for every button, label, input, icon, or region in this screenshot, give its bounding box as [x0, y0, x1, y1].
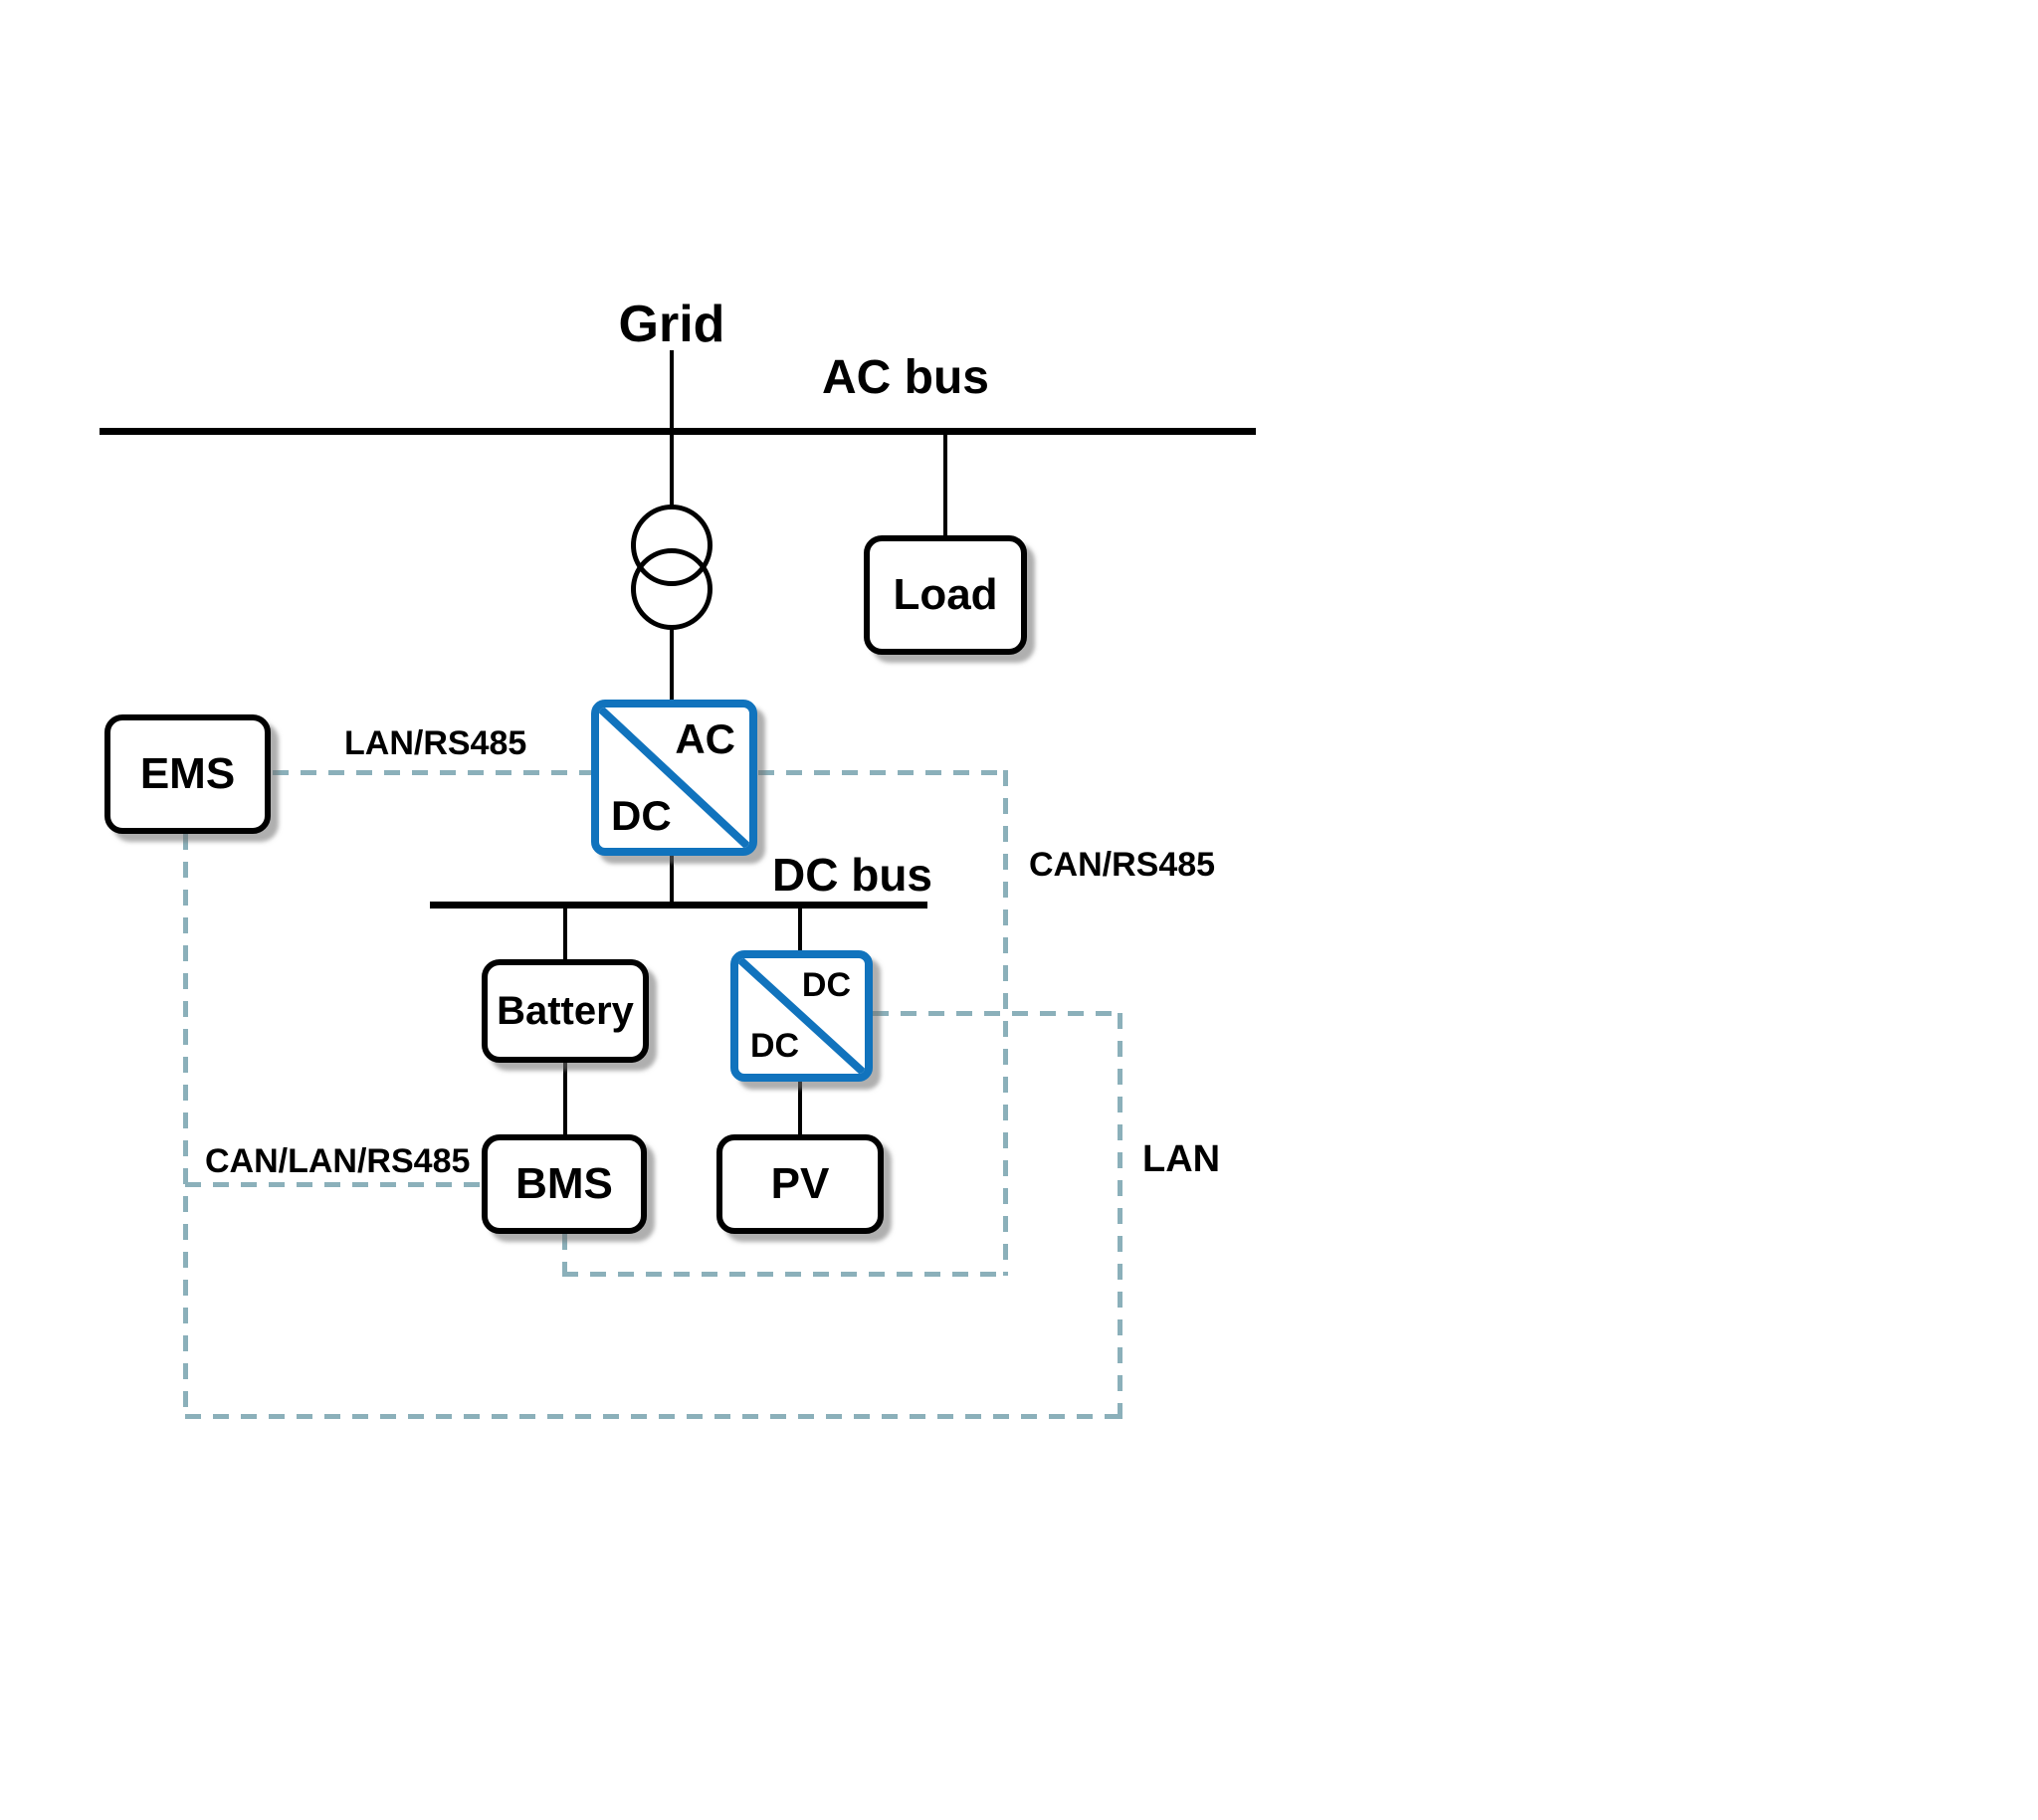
battery-to-bms-line	[563, 1061, 567, 1136]
grid-label: Grid	[618, 296, 725, 353]
ems-box: EMS	[104, 714, 271, 834]
can-rs485-label: CAN/RS485	[1029, 846, 1216, 884]
converter-diagonal-icon	[599, 708, 749, 848]
transformer-to-converter-line	[670, 627, 674, 701]
ems-to-acdc-dashed-line	[273, 770, 593, 775]
lan-label: LAN	[1142, 1138, 1221, 1180]
can-lan-rs485-label: CAN/LAN/RS485	[205, 1142, 471, 1180]
dcdc-to-lan-dashed-line	[873, 1011, 1121, 1016]
lan-vertical-dashed-line	[1118, 1013, 1122, 1419]
ems-label: EMS	[139, 749, 236, 798]
can-vertical-dashed-line	[1003, 770, 1008, 1276]
dc-dc-converter-box: DC DC	[730, 950, 873, 1082]
ems-to-bms-dashed-line	[185, 1182, 483, 1187]
ac-dc-lower-label: DC	[611, 792, 672, 839]
grid-to-acbus-line	[670, 350, 674, 430]
ems-vertical-dashed-line	[183, 834, 188, 1419]
dc-dc-lower-label: DC	[750, 1027, 800, 1065]
bms-label: BMS	[515, 1159, 613, 1208]
bms-stub-dashed-line	[562, 1234, 567, 1276]
load-box: Load	[864, 535, 1027, 655]
dcbus-to-battery-line	[563, 909, 567, 960]
bms-box: BMS	[482, 1134, 647, 1234]
acbus-to-load-line	[943, 435, 947, 536]
dc-dc-upper-label: DC	[801, 966, 851, 1004]
battery-label: Battery	[497, 988, 634, 1033]
ac-dc-upper-label: AC	[675, 715, 735, 762]
battery-box: Battery	[482, 959, 649, 1063]
converter-diagonal-icon	[738, 958, 865, 1074]
converter-to-dcbus-line	[670, 854, 674, 904]
pv-label: PV	[770, 1159, 830, 1208]
dc-bus-label: DC bus	[772, 849, 932, 901]
acdc-to-can-dashed-line	[758, 770, 1007, 775]
can-bottom-dashed-line	[562, 1272, 1007, 1277]
dcbus-to-dcdc-line	[798, 909, 802, 952]
bottom-lan-dashed-line	[185, 1414, 1122, 1419]
transformer-lower-circle-icon	[631, 548, 713, 630]
dcdc-to-pv-line	[798, 1080, 802, 1136]
ac-bus-label: AC bus	[822, 351, 989, 404]
ac-bus-line	[100, 428, 1256, 435]
lan-rs485-label: LAN/RS485	[344, 724, 527, 762]
acbus-to-transformer-line	[670, 435, 674, 506]
pv-box: PV	[716, 1134, 884, 1234]
ac-dc-converter-box: AC DC	[591, 700, 757, 856]
load-label: Load	[893, 570, 998, 619]
dc-bus-line	[430, 902, 927, 909]
